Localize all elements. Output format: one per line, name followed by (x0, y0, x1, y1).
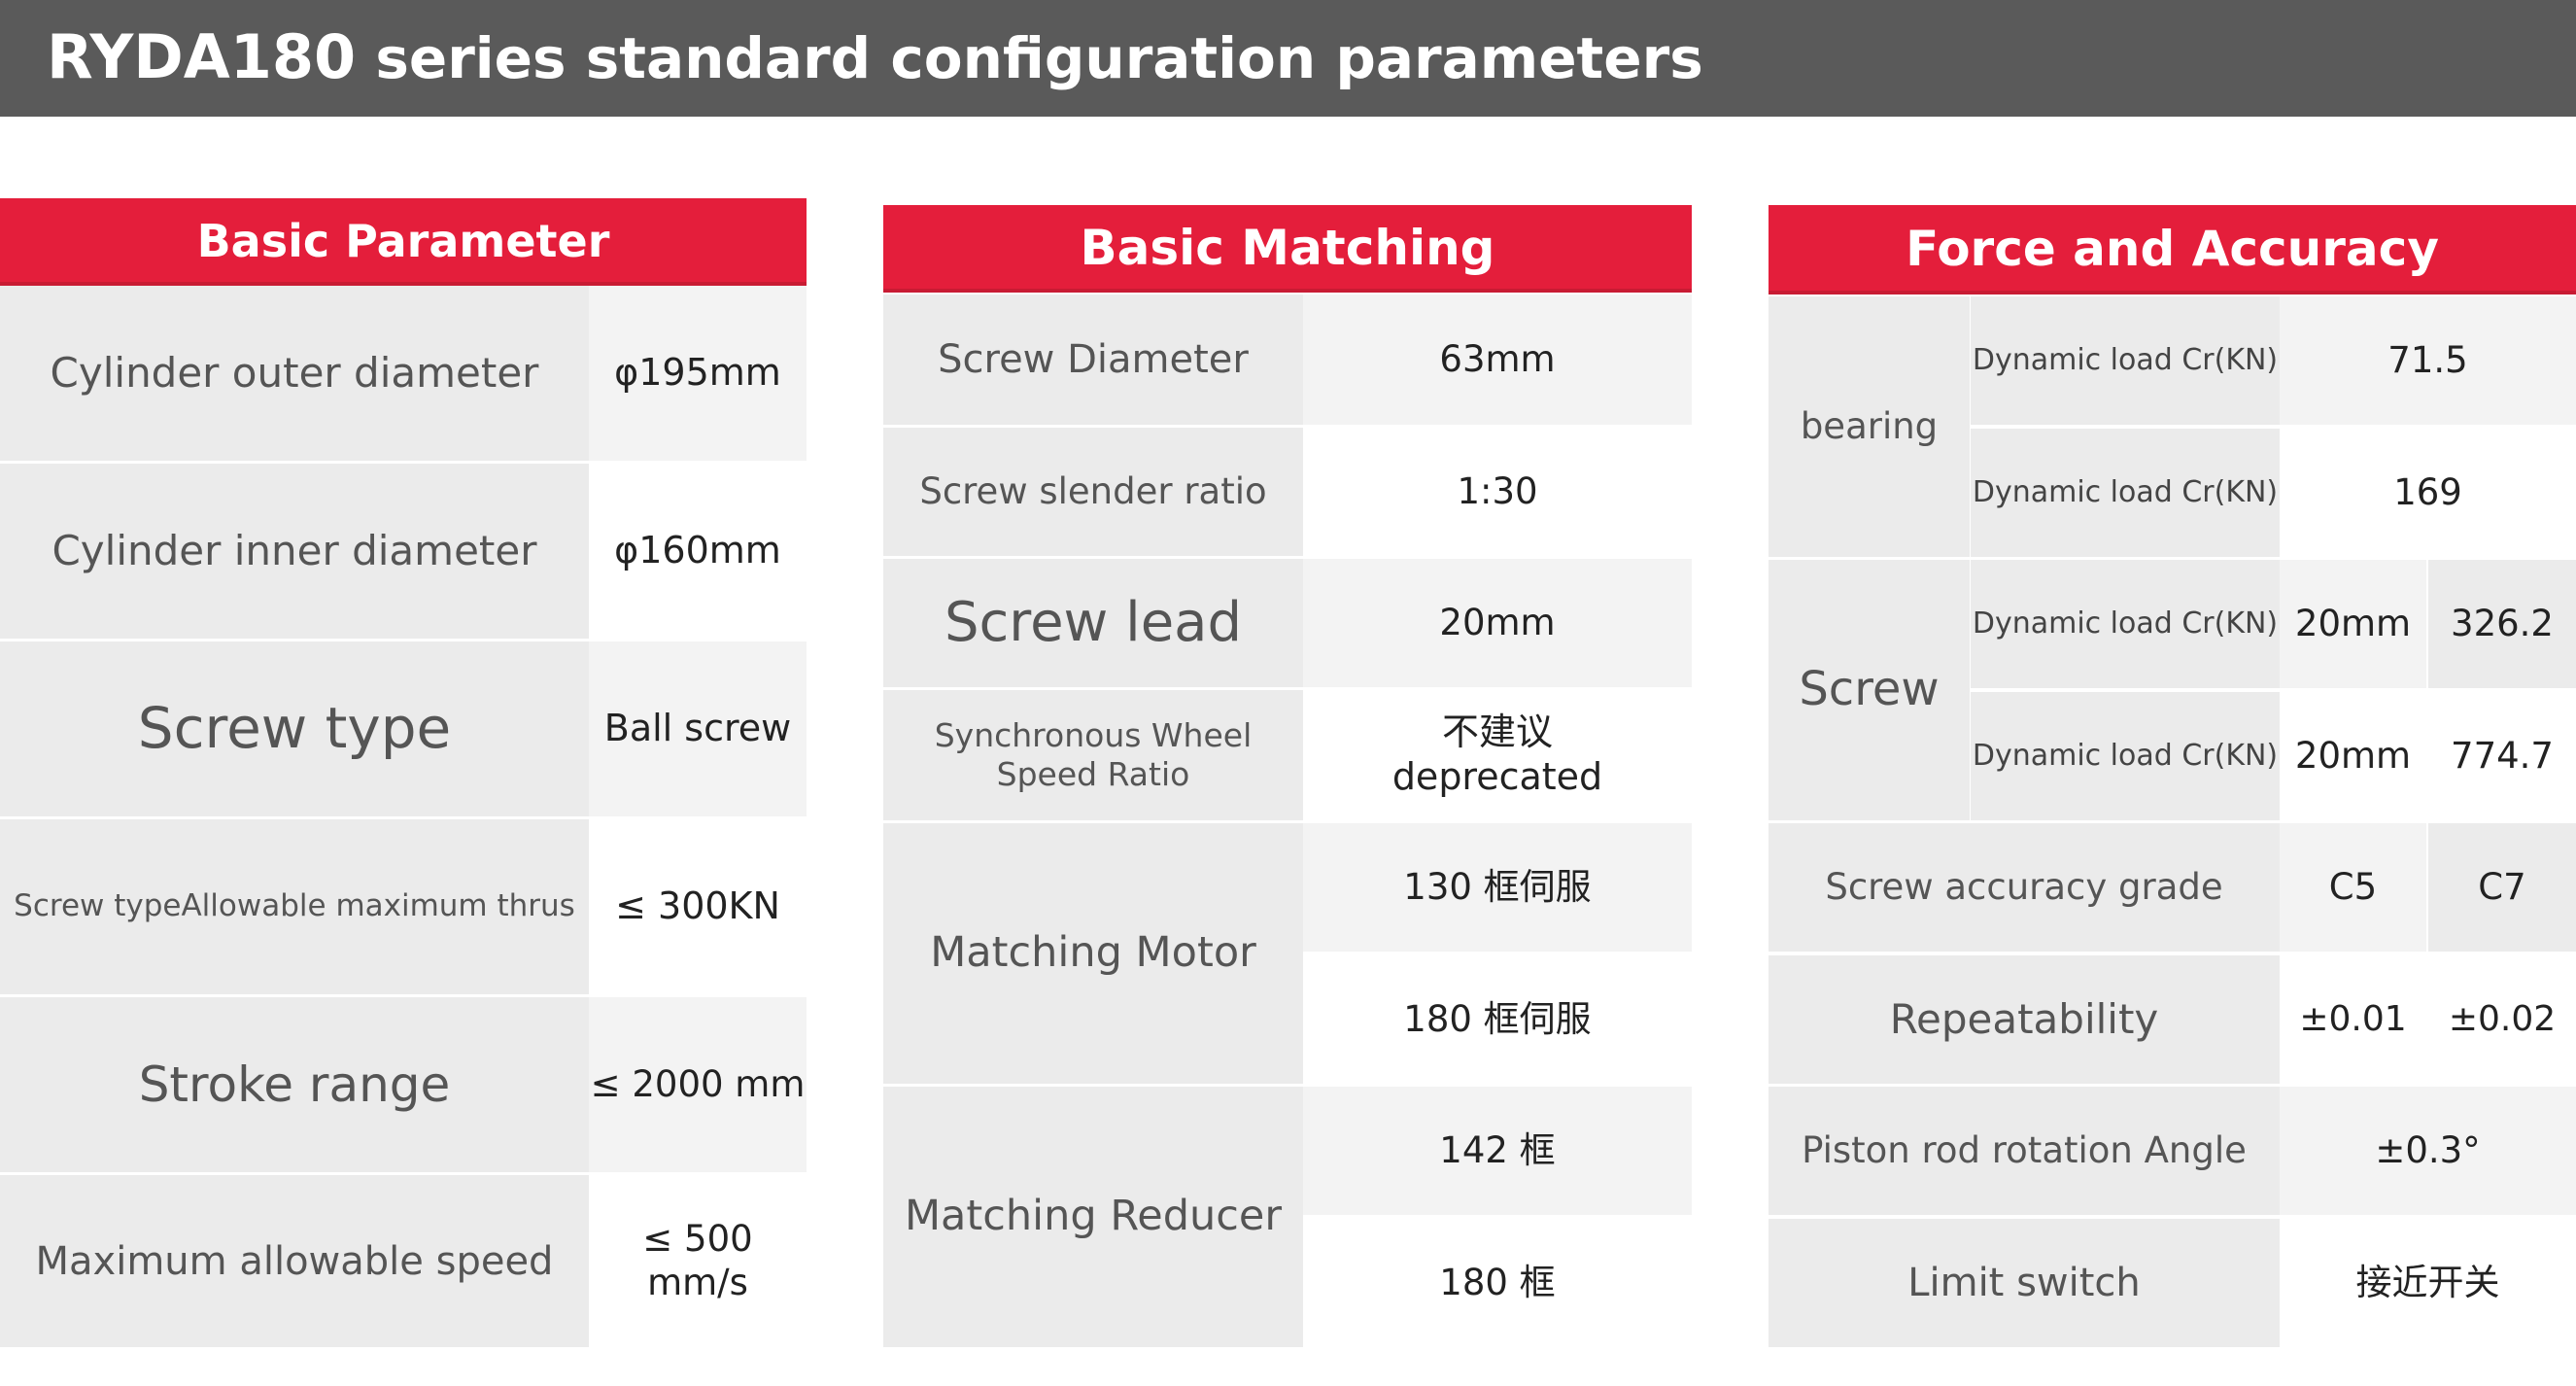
param-value-outer-diameter: φ195mm (589, 286, 807, 461)
screw-load-value-1: 326.2 (2428, 560, 2576, 688)
matching-label-motor: Matching Motor (883, 823, 1303, 1084)
sync-wheel-value-en: deprecated (1391, 755, 1603, 798)
matching-label-reducer: Matching Reducer (883, 1087, 1303, 1347)
matching-label-sync-wheel: Synchronous Wheel Speed Ratio (883, 690, 1303, 820)
param-label-inner-diameter: Cylinder inner diameter (0, 464, 589, 639)
matching-value-sync-wheel: 不建议 deprecated (1303, 690, 1692, 820)
param-value-max-thrust: ≤ 300KN (589, 819, 807, 994)
page-title: RYDA180 series standard configuration pa… (47, 14, 1703, 102)
matching-value-reducer-180: 180 框 (1303, 1219, 1692, 1347)
screw-load-label-2: Dynamic load Cr(KN) (1971, 692, 2280, 820)
limit-switch-value: 接近开关 (2280, 1219, 2576, 1347)
limit-switch-label: Limit switch (1769, 1219, 2280, 1347)
matching-value-reducer-142: 142 框 (1303, 1087, 1692, 1215)
screw-load-label-1: Dynamic load Cr(KN) (1971, 560, 2280, 688)
param-label-screw-type: Screw type (0, 641, 589, 816)
model-name: RYDA180 (47, 21, 357, 92)
bearing-label: bearing (1769, 296, 1970, 557)
bearing-load-value-2: 169 (2280, 429, 2576, 557)
param-value-inner-diameter: φ160mm (589, 464, 807, 639)
rotation-angle-value: ±0.3° (2280, 1087, 2576, 1215)
matching-value-screw-diameter: 63mm (1303, 295, 1692, 425)
matching-label-screw-diameter: Screw Diameter (883, 295, 1303, 425)
basic-parameter-title: Basic Parameter (0, 198, 807, 286)
screw-load-value-2: 774.7 (2428, 692, 2576, 820)
force-accuracy-title: Force and Accuracy (1769, 205, 2576, 295)
accuracy-grade-c7: C7 (2428, 823, 2576, 952)
param-label-stroke-range: Stroke range (0, 997, 589, 1172)
title-text: series standard configuration parameters (375, 25, 1703, 91)
page-header: RYDA180 series standard configuration pa… (0, 0, 2576, 117)
repeatability-label: Repeatability (1769, 955, 2280, 1084)
param-value-stroke-range: ≤ 2000 mm (589, 997, 807, 1172)
bearing-load-label-2: Dynamic load Cr(KN) (1971, 429, 2280, 557)
repeatability-value-2: ±0.02 (2428, 955, 2576, 1084)
rotation-angle-label: Piston rod rotation Angle (1769, 1087, 2280, 1215)
screw-label: Screw (1769, 560, 1970, 820)
screw-load-lead-2: 20mm (2280, 692, 2426, 820)
bearing-load-label-1: Dynamic load Cr(KN) (1971, 296, 2280, 425)
accuracy-grade-label: Screw accuracy grade (1769, 823, 2280, 952)
basic-matching-panel: Basic Matching Screw Diameter 63mm Screw… (883, 205, 1692, 1347)
matching-label-slender-ratio: Screw slender ratio (883, 428, 1303, 556)
accuracy-grade-c5: C5 (2280, 823, 2426, 952)
param-label-max-speed: Maximum allowable speed (0, 1175, 589, 1347)
basic-parameter-panel: Basic Parameter Cylinder outer diameter … (0, 198, 807, 1347)
bearing-load-value-1: 71.5 (2280, 296, 2576, 425)
matching-label-screw-lead: Screw lead (883, 559, 1303, 687)
param-label-outer-diameter: Cylinder outer diameter (0, 286, 589, 461)
param-value-screw-type: Ball screw (589, 641, 807, 816)
matching-value-screw-lead: 20mm (1303, 559, 1692, 687)
param-label-max-thrust: Screw typeAllowable maximum thrus (0, 819, 589, 994)
param-value-max-speed: ≤ 500 mm/s (589, 1175, 807, 1347)
matching-value-slender-ratio: 1:30 (1303, 428, 1692, 556)
sync-wheel-value-cn: 不建议 (1441, 710, 1553, 754)
matching-value-motor-180: 180 框伺服 (1303, 955, 1692, 1084)
basic-matching-title: Basic Matching (883, 205, 1692, 293)
screw-load-lead-1: 20mm (2280, 560, 2426, 688)
matching-value-motor-130: 130 框伺服 (1303, 823, 1692, 952)
repeatability-value-1: ±0.01 (2280, 955, 2426, 1084)
force-accuracy-panel: Force and Accuracy bearing Dynamic load … (1769, 205, 2576, 1347)
